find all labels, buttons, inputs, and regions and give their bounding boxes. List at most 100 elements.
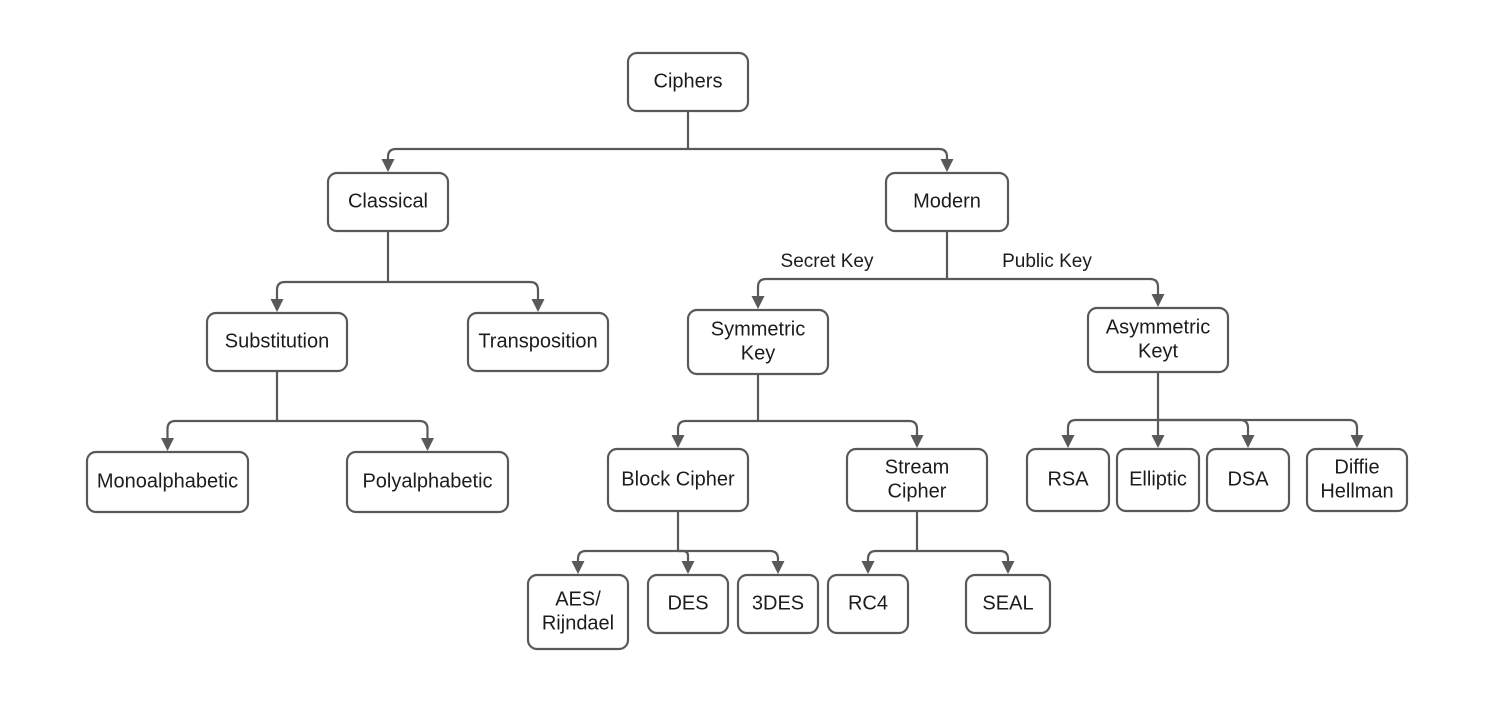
node-label-rc4: RC4 [848, 592, 888, 614]
edge-line [166, 419, 277, 438]
node-box[interactable] [1086, 306, 1230, 374]
node-rc4[interactable]: RC4 [826, 573, 910, 635]
edge-asymmetric-key-to-elliptic [1151, 420, 1165, 448]
node-box[interactable] [736, 573, 820, 635]
edge-asymmetric-key-to-rsa [1061, 418, 1158, 448]
edge-line [386, 147, 688, 159]
node-box[interactable] [205, 311, 349, 373]
edge-classical-to-substitution [270, 280, 388, 312]
node-label-symmetric-key: Key [741, 342, 775, 364]
node-rsa[interactable]: RSA [1025, 447, 1111, 513]
arrowhead-icon [571, 561, 585, 574]
node-box[interactable] [845, 447, 989, 513]
node-label-block-cipher: Block Cipher [621, 468, 735, 490]
edge-block-cipher-to-aes-rijndael [571, 549, 678, 574]
node-box[interactable] [1025, 447, 1111, 513]
secret-key-label: Secret Key [781, 251, 874, 272]
node-classical[interactable]: Classical [326, 171, 450, 233]
node-3des[interactable]: 3DES [736, 573, 820, 635]
node-substitution[interactable]: Substitution [205, 311, 349, 373]
node-box[interactable] [326, 171, 450, 233]
arrowhead-icon [1001, 561, 1015, 574]
arrowhead-icon [381, 159, 395, 172]
edge-ciphers-to-classical [381, 147, 688, 172]
edge-block-cipher-to-des [678, 549, 695, 574]
edge-substitution-to-polyalphabetic [277, 419, 434, 451]
node-label-stream-cipher: Cipher [888, 480, 947, 502]
node-elliptic[interactable]: Elliptic [1115, 447, 1201, 513]
node-modern[interactable]: Modern [884, 171, 1010, 233]
node-box[interactable] [85, 450, 250, 514]
node-label-monoalphabetic: Monoalphabetic [97, 470, 238, 492]
public-key-label: Public Key [1002, 251, 1092, 272]
node-label-stream-cipher: Stream [885, 456, 949, 478]
node-label-ciphers: Ciphers [654, 70, 723, 92]
node-box[interactable] [606, 447, 750, 513]
edge-line [676, 419, 758, 435]
node-box[interactable] [884, 171, 1010, 233]
edge-symmetric-key-to-block-cipher [671, 419, 758, 448]
edge-line [866, 549, 917, 561]
node-box[interactable] [826, 573, 910, 635]
arrowhead-icon [671, 435, 685, 448]
node-box[interactable] [626, 51, 750, 113]
node-box[interactable] [646, 573, 730, 635]
arrowhead-icon [1151, 294, 1165, 307]
edge-line [576, 549, 678, 561]
arrowhead-icon [1061, 435, 1075, 448]
node-seal[interactable]: SEAL [964, 573, 1052, 635]
node-label-rsa: RSA [1047, 468, 1089, 490]
node-block-cipher[interactable]: Block Cipher [606, 447, 750, 513]
node-label-classical: Classical [348, 190, 428, 212]
node-box[interactable] [466, 311, 610, 373]
node-des[interactable]: DES [646, 573, 730, 635]
node-box[interactable] [686, 308, 830, 376]
edge-line [1158, 418, 1359, 435]
edge-stream-cipher-to-rc4 [861, 549, 917, 574]
edge-line [758, 419, 919, 435]
edge-line [678, 549, 690, 561]
edge-line [756, 277, 947, 296]
node-box[interactable] [1305, 447, 1409, 513]
node-aes-rijndael[interactable]: AES/Rijndael [526, 573, 630, 651]
arrowhead-icon [861, 561, 875, 574]
node-transposition[interactable]: Transposition [466, 311, 610, 373]
node-label-polyalphabetic: Polyalphabetic [362, 470, 492, 492]
node-dsa[interactable]: DSA [1205, 447, 1291, 513]
edge-substitution-to-monoalphabetic [161, 419, 277, 451]
node-label-substitution: Substitution [225, 330, 330, 352]
edges-layer [161, 111, 1364, 574]
edge-asymmetric-key-to-dsa [1158, 418, 1255, 448]
edge-line [1158, 418, 1250, 435]
node-label-diffie-hellman: Hellman [1320, 480, 1393, 502]
edge-line [688, 147, 949, 159]
node-ciphers[interactable]: Ciphers [626, 51, 750, 113]
node-box[interactable] [1115, 447, 1201, 513]
edge-ciphers-to-modern [688, 147, 954, 172]
arrowhead-icon [1241, 435, 1255, 448]
node-polyalphabetic[interactable]: Polyalphabetic [345, 450, 510, 514]
node-box[interactable] [345, 450, 510, 514]
node-label-asymmetric-key: Keyt [1138, 340, 1178, 362]
node-box[interactable] [1205, 447, 1291, 513]
arrowhead-icon [531, 299, 545, 312]
node-monoalphabetic[interactable]: Monoalphabetic [85, 450, 250, 514]
edge-block-cipher-to-3des [678, 549, 785, 574]
edge-line [678, 549, 780, 561]
node-box[interactable] [526, 573, 630, 651]
node-label-diffie-hellman: Diffie [1334, 456, 1379, 478]
edge-asymmetric-key-to-diffie-hellman [1158, 418, 1364, 448]
node-label-modern: Modern [913, 190, 981, 212]
arrowhead-icon [1151, 435, 1165, 448]
arrowhead-icon [751, 296, 765, 309]
node-box[interactable] [964, 573, 1052, 635]
node-label-des: DES [667, 592, 708, 614]
arrowhead-icon [940, 159, 954, 172]
